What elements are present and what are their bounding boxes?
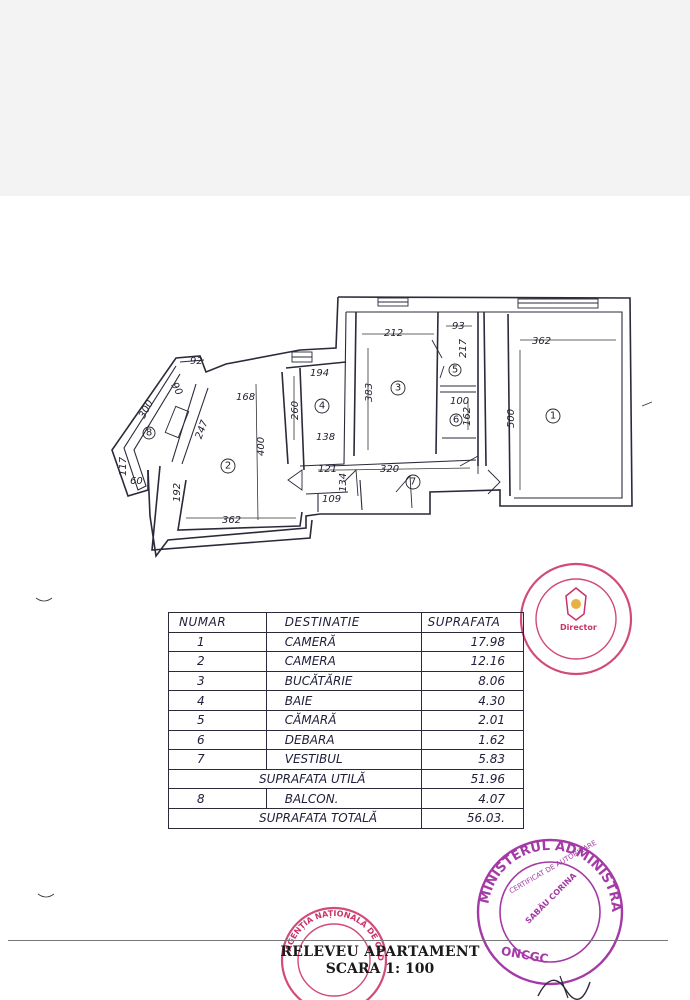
surface-table: NUMAR DESTINATIE SUPRAFATA 1 CAMERĂ 17.9…: [168, 612, 525, 829]
dim-134: 134: [338, 473, 349, 492]
table-row: 6 DEBARA 1.62: [168, 729, 525, 751]
suprafata-utila-value: 51.96: [420, 768, 525, 790]
stamp-ministry: MINISTERUL ADMINISTRAȚIEI CERTIFICAT DE …: [0, 0, 624, 986]
interior-walls: [171, 311, 511, 512]
row-numar: 2: [168, 651, 267, 672]
table-row: 3 BUCĂTĂRIE 8.06: [168, 670, 525, 692]
table-row: 4 BAIE 4.30: [168, 690, 525, 711]
suprafata-utila-label: SUPRAFATA UTILĂ: [168, 768, 422, 790]
dim-383: 383: [364, 383, 375, 402]
room-number-4: 4: [319, 401, 325, 412]
signature: [537, 975, 591, 1000]
dim-109: 109: [322, 494, 341, 505]
room-number-3: 3: [395, 383, 401, 394]
room-number-6: 6: [453, 415, 459, 426]
row-numar: 3: [168, 670, 267, 692]
dim-162: 162: [462, 407, 473, 426]
room-numbers: 1 2 3 4 5 6 7 8: [142, 363, 561, 490]
room-number-2: 2: [225, 461, 231, 472]
pencil-marks: [35, 401, 653, 898]
room-number-5: 5: [452, 365, 458, 376]
dim-92: 92: [190, 356, 203, 367]
dim-194: 194: [310, 368, 329, 379]
row-numar: 5: [168, 709, 267, 731]
row-suprafata: 17.98: [420, 631, 525, 653]
dim-212: 212: [384, 328, 403, 339]
document-sheet: [0, 196, 690, 1000]
balcony-outline: [123, 359, 205, 491]
header-numar: NUMAR: [168, 612, 267, 633]
dimension-lines: [186, 325, 616, 521]
row-suprafata: 4.30: [420, 690, 525, 711]
row-destinatie: BALCON.: [265, 788, 422, 809]
table-row: 1 CAMERĂ 17.98: [168, 631, 525, 653]
row-suprafata: 5.83: [420, 749, 525, 770]
dim-100: 100: [450, 396, 469, 407]
dim-138: 138: [316, 432, 335, 443]
dim-192: 192: [172, 483, 183, 502]
header-destinatie: DESTINATIE: [265, 612, 422, 633]
dim-93: 93: [452, 321, 465, 332]
bottom-rule: [8, 940, 668, 941]
dim-90: 90: [168, 381, 184, 398]
dim-121: 121: [318, 464, 337, 475]
row-numar: 7: [168, 749, 267, 770]
dim-400: 400: [256, 437, 267, 456]
dim-60: 60: [130, 476, 143, 487]
row-numar: 4: [168, 690, 267, 711]
table-header-row: NUMAR DESTINATIE SUPRAFATA: [168, 612, 525, 633]
row-suprafata: 2.01: [420, 709, 525, 731]
suprafata-totala-value: 56.03.: [420, 807, 525, 829]
row-numar: 6: [168, 729, 267, 751]
room-number-8: 8: [146, 428, 152, 439]
row-destinatie: DEBARA: [265, 729, 422, 751]
dim-260: 260: [290, 401, 301, 420]
row-suprafata: 1.62: [420, 729, 525, 751]
document-scale: SCARA 1: 100: [325, 961, 435, 977]
dim-362-room1: 362: [532, 336, 551, 347]
table-row: 5 CĂMARĂ 2.01: [168, 709, 525, 731]
room-number-7: 7: [410, 477, 416, 488]
dim-500: 500: [506, 409, 517, 428]
title-block: RELEVEU APARTAMENT SCARA 1: 100: [250, 944, 510, 977]
dim-320: 320: [380, 464, 399, 475]
document-title: RELEVEU APARTAMENT: [280, 944, 480, 960]
row-numar: 1: [168, 631, 267, 653]
table-row-suprafata-utila: SUPRAFATA UTILĂ 51.96: [168, 768, 525, 790]
table-row-suprafata-totala: SUPRAFATA TOTALĂ 56.03.: [168, 807, 525, 829]
dim-117: 117: [118, 456, 129, 476]
row-destinatie: CAMERĂ: [265, 631, 422, 653]
row-destinatie: CAMERA: [265, 651, 422, 672]
row-destinatie: BAIE: [265, 690, 422, 711]
row-destinatie: VESTIBUL: [265, 749, 422, 770]
row-suprafata: 8.06: [420, 670, 525, 692]
outer-walls: [111, 296, 633, 559]
stamp-director-text: Director: [560, 623, 597, 632]
room-number-1: 1: [550, 411, 556, 422]
dim-217: 217: [458, 338, 469, 358]
row-suprafata: 12.16: [420, 651, 525, 672]
header-suprafata: SUPRAFATA: [420, 612, 525, 633]
table-row: 7 VESTIBUL 5.83: [168, 749, 525, 770]
dim-362-room2: 362: [222, 515, 241, 526]
row-suprafata: 4.07: [420, 788, 525, 809]
windows: [164, 297, 599, 439]
dimension-labels: 212 93 217 362 383 500 100 162 194 260 1…: [118, 321, 551, 526]
dim-168: 168: [236, 392, 255, 403]
suprafata-totala-label: SUPRAFATA TOTALĂ: [168, 807, 422, 829]
table-row-balcon: 8 BALCON. 4.07: [168, 788, 525, 809]
stamp-agency-right: Director: [519, 562, 633, 676]
top-gray-band: [0, 0, 690, 196]
row-destinatie: BUCĂTĂRIE: [265, 670, 422, 692]
row-numar: 8: [168, 788, 267, 809]
row-destinatie: CĂMARĂ: [265, 709, 422, 731]
table-row: 2 CAMERA 12.16: [168, 651, 525, 672]
